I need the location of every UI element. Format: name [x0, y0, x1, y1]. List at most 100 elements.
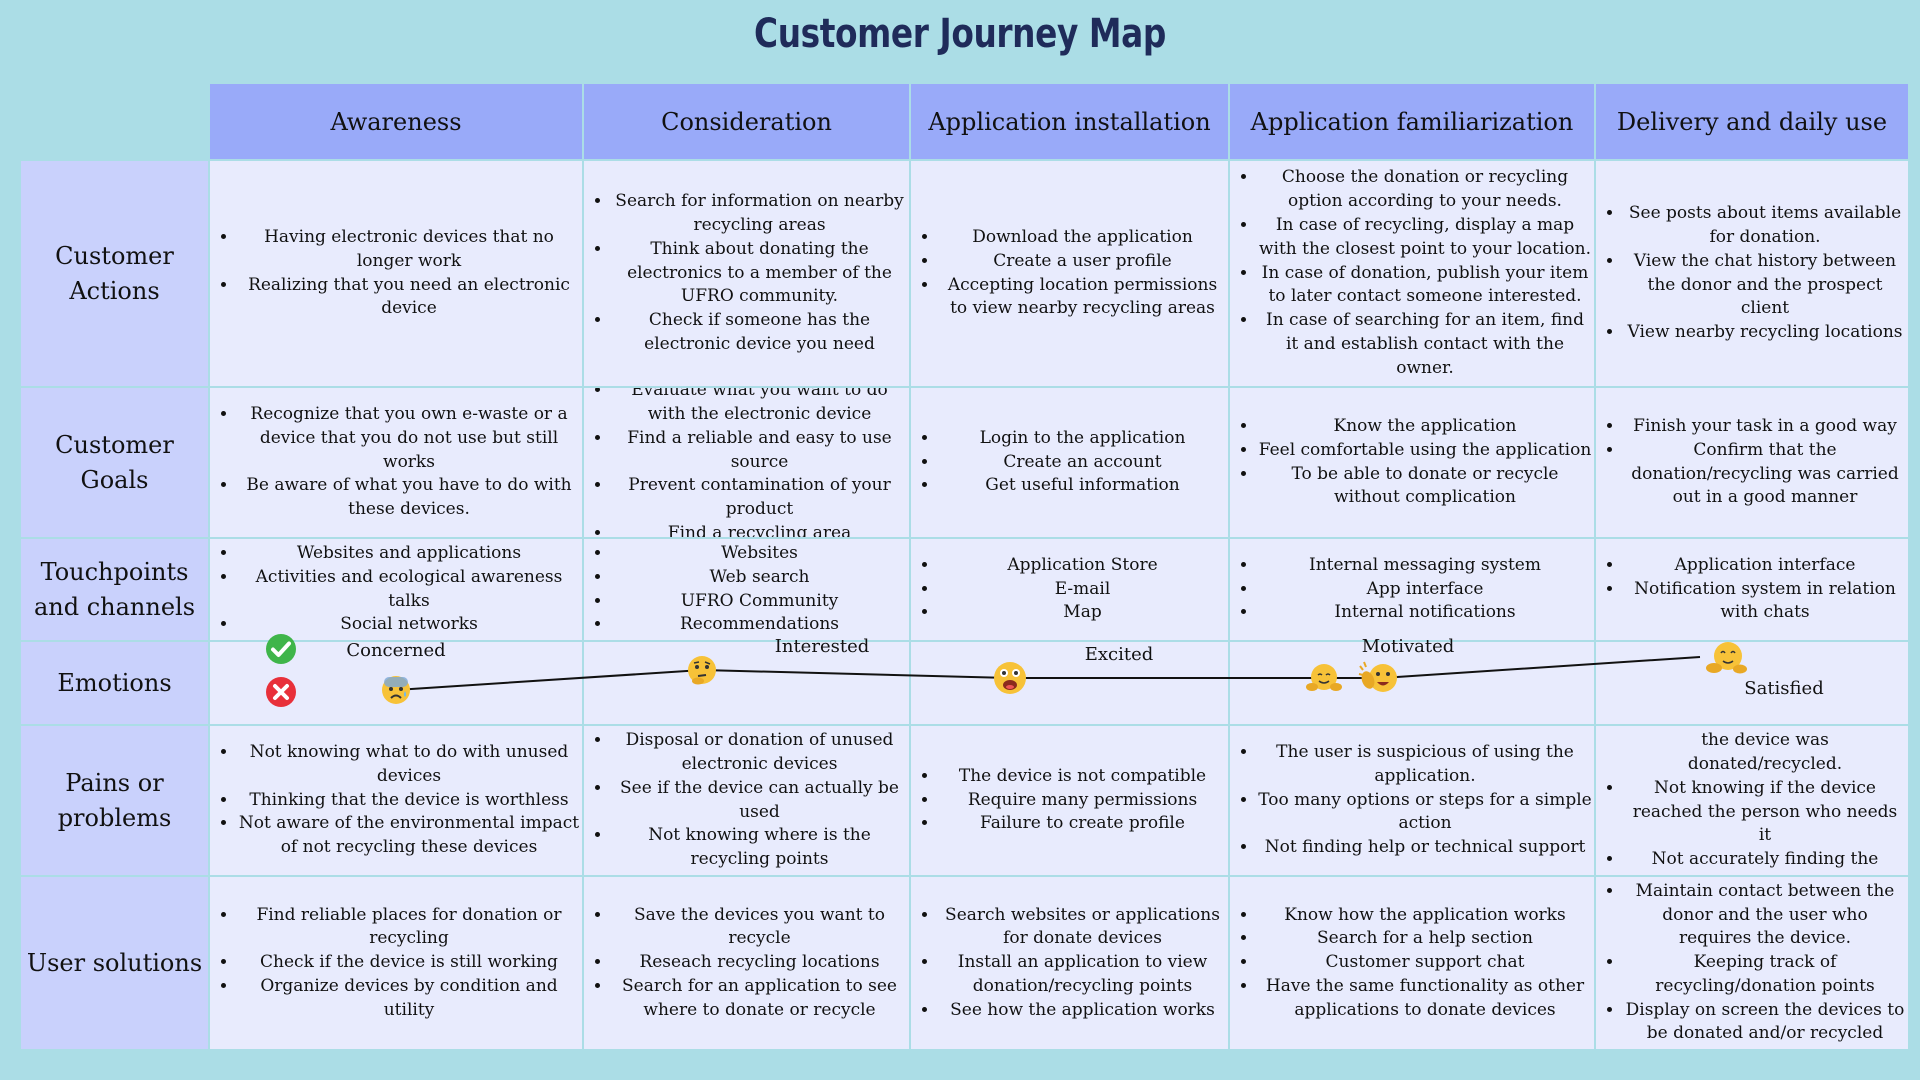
list-item: Save the devices you want to recycle — [612, 904, 907, 952]
list-item: The user is suspicious of using the appl… — [1258, 741, 1592, 789]
list-item: Create an account — [939, 451, 1226, 475]
goals-cell: Login to the applicationCreate an accoun… — [911, 388, 1228, 537]
emotions-cell — [584, 642, 909, 724]
list-item: Find a reliable and easy to use source — [612, 427, 907, 475]
list-item: Recommendations — [612, 613, 907, 637]
actions-list: Download the applicationCreate a user pr… — [917, 226, 1226, 321]
pains-list: The device is not compatibleRequire many… — [917, 765, 1226, 836]
page-title: Customer Journey Map — [754, 11, 1166, 57]
list-item: Application Store — [939, 554, 1226, 578]
solutions-cell: Save the devices you want to recycleRese… — [584, 877, 909, 1049]
list-item: Evaluate what you want to do with the el… — [612, 388, 907, 427]
pains-list: Not knowing what to do with unused devic… — [216, 741, 580, 860]
row-label-actions: Customer Actions — [21, 161, 208, 386]
actions-list: See posts about items available for dona… — [1602, 202, 1906, 345]
solutions-list: Save the devices you want to recycleRese… — [590, 904, 907, 1023]
list-item: View nearby recycling locations — [1624, 321, 1906, 345]
touchpoints-list: WebsitesWeb searchUFRO CommunityRecommen… — [590, 542, 907, 637]
solutions-cell: Maintain contact between the donor and t… — [1596, 877, 1908, 1049]
list-item: View the chat history between the donor … — [1624, 250, 1906, 321]
list-item: Websites and applications — [238, 542, 580, 566]
solutions-list: Know how the application worksSearch for… — [1236, 904, 1592, 1023]
row-label-pains: Pains or problems — [21, 726, 208, 875]
list-item: In case of recycling, display a map with… — [1258, 214, 1592, 262]
goals-cell: Evaluate what you want to do with the el… — [584, 388, 909, 537]
list-item: In case of searching for an item, find i… — [1258, 309, 1592, 380]
list-item: Choose the donation or recycling option … — [1258, 166, 1592, 214]
list-item: Have the same functionality as other app… — [1258, 975, 1592, 1023]
touchpoints-cell: Internal messaging systemApp interfaceIn… — [1230, 539, 1594, 640]
list-item: Confirm that the donation/recycling was … — [1624, 439, 1906, 510]
touchpoints-cell: WebsitesWeb searchUFRO CommunityRecommen… — [584, 539, 909, 640]
list-item: The device is not compatible — [939, 765, 1226, 789]
stage-header-installation: Application installation — [911, 84, 1228, 159]
list-item: Require many permissions — [939, 789, 1226, 813]
touchpoints-list: Internal messaging systemApp interfaceIn… — [1236, 554, 1592, 625]
actions-cell: Download the applicationCreate a user pr… — [911, 161, 1228, 386]
touchpoints-list: Websites and applicationsActivities and … — [216, 542, 580, 637]
emotions-cell — [210, 642, 582, 724]
list-item: Disposal or donation of unused electroni… — [612, 729, 907, 777]
list-item: Download the application — [939, 226, 1226, 250]
list-item: Not finding help or technical support — [1258, 836, 1592, 860]
actions-list: Choose the donation or recycling option … — [1236, 166, 1592, 380]
list-item: Search for information on nearby recycli… — [612, 190, 907, 238]
list-item: Map — [939, 601, 1226, 625]
list-item: Login to the application — [939, 427, 1226, 451]
pains-cell: Disposal or donation of unused electroni… — [584, 726, 909, 875]
list-item: Internal notifications — [1258, 601, 1592, 625]
list-item: Reseach recycling locations — [612, 951, 907, 975]
goals-cell: Know the applicationFeel comfortable usi… — [1230, 388, 1594, 537]
goals-cell: Finish your task in a good wayConfirm th… — [1596, 388, 1908, 537]
list-item: Search for an application to see where t… — [612, 975, 907, 1023]
stage-header-delivery: Delivery and daily use — [1596, 84, 1908, 159]
solutions-cell: Find reliable places for donation or rec… — [210, 877, 582, 1049]
list-item: Organize devices by condition and utilit… — [238, 975, 580, 1023]
touchpoints-cell: Application StoreE-mailMap — [911, 539, 1228, 640]
list-item: Install an application to view donation/… — [939, 951, 1226, 999]
corner-cell — [21, 84, 208, 159]
list-item: Find a recycling area — [612, 522, 907, 537]
goals-list: Evaluate what you want to do with the el… — [590, 388, 907, 537]
list-item: Find reliable places for donation or rec… — [238, 904, 580, 952]
stage-header-consideration: Consideration — [584, 84, 909, 159]
list-item: Be aware of what you have to do with the… — [238, 474, 580, 522]
list-item: Finish your task in a good way — [1624, 415, 1906, 439]
actions-cell: Choose the donation or recycling option … — [1230, 161, 1594, 386]
stage-header-awareness: Awareness — [210, 84, 582, 159]
goals-list: Know the applicationFeel comfortable usi… — [1236, 415, 1592, 510]
list-item: In case of donation, publish your item t… — [1258, 262, 1592, 310]
list-item: Not knowing if the device reached the pe… — [1624, 777, 1906, 848]
list-item: Not aware of the environmental impact of… — [238, 812, 580, 860]
solutions-cell: Search websites or applications for dona… — [911, 877, 1228, 1049]
list-item: Having electronic devices that no longer… — [238, 226, 580, 274]
list-item: Create a user profile — [939, 250, 1226, 274]
list-item: Web search — [612, 566, 907, 590]
solutions-list: Search websites or applications for dona… — [917, 904, 1226, 1023]
list-item: Customer support chat — [1258, 951, 1592, 975]
list-item: Accepting location permissions to view n… — [939, 274, 1226, 322]
pains-cell: The application does not show if the dev… — [1596, 726, 1908, 875]
list-item: Feel comfortable using the application — [1258, 439, 1592, 463]
list-item: Recognize that you own e-waste or a devi… — [238, 403, 580, 474]
list-item: Failure to create profile — [939, 812, 1226, 836]
list-item: Not accurately finding the recycling poi… — [1624, 848, 1906, 875]
pains-cell: The device is not compatibleRequire many… — [911, 726, 1228, 875]
touchpoints-list: Application interfaceNotification system… — [1602, 554, 1906, 625]
touchpoints-cell: Application interfaceNotification system… — [1596, 539, 1908, 640]
row-label-touchpoints: Touchpoints and channels — [21, 539, 208, 640]
row-label-emotions: Emotions — [21, 642, 208, 724]
actions-cell: See posts about items available for dona… — [1596, 161, 1908, 386]
list-item: Think about donating the electronics to … — [612, 238, 907, 309]
actions-cell: Search for information on nearby recycli… — [584, 161, 909, 386]
list-item: Keeping track of recycling/donation poin… — [1624, 951, 1906, 999]
goals-list: Finish your task in a good wayConfirm th… — [1602, 415, 1906, 510]
list-item: See if the device can actually be used — [612, 777, 907, 825]
list-item: Prevent contamination of your product — [612, 474, 907, 522]
emotions-cell — [1230, 642, 1594, 724]
list-item: Social networks — [238, 613, 580, 637]
solutions-cell: Know how the application worksSearch for… — [1230, 877, 1594, 1049]
list-item: Check if the device is still working — [238, 951, 580, 975]
list-item: Activities and ecological awareness talk… — [238, 566, 580, 614]
list-item: Too many options or steps for a simple a… — [1258, 789, 1592, 837]
